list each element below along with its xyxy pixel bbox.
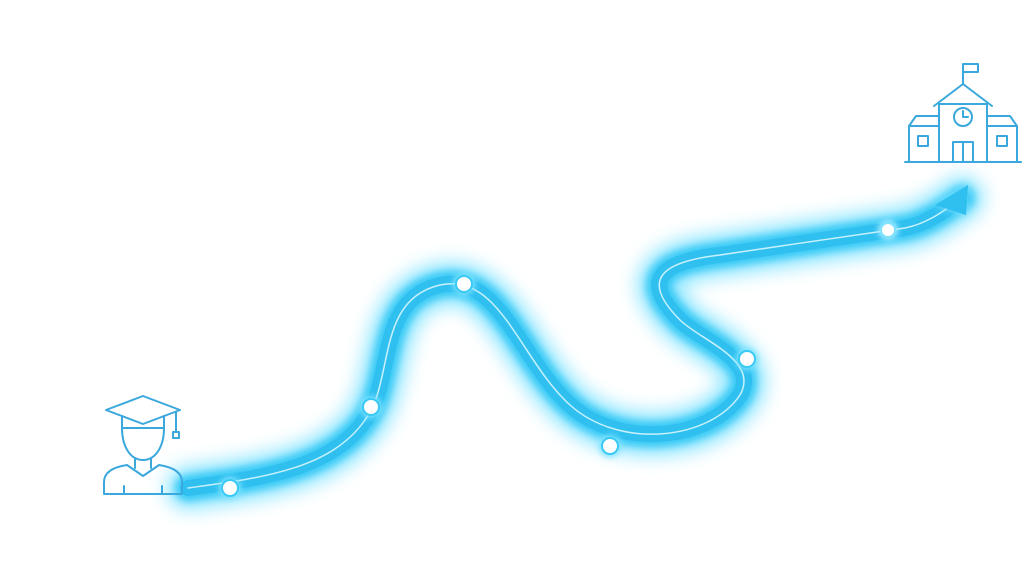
milestone-dot bbox=[453, 273, 475, 295]
milestone-dot bbox=[599, 435, 621, 457]
milestone-dot bbox=[878, 220, 898, 240]
milestones bbox=[219, 220, 898, 499]
journey-path bbox=[166, 176, 984, 510]
milestone-dot bbox=[219, 477, 241, 499]
milestone-dot bbox=[360, 396, 382, 418]
path-center-line bbox=[187, 197, 963, 489]
school-building-icon bbox=[904, 63, 1022, 163]
graduate-student-icon bbox=[103, 395, 183, 495]
milestone-dot bbox=[736, 348, 758, 370]
arrow-head-icon bbox=[935, 185, 968, 215]
